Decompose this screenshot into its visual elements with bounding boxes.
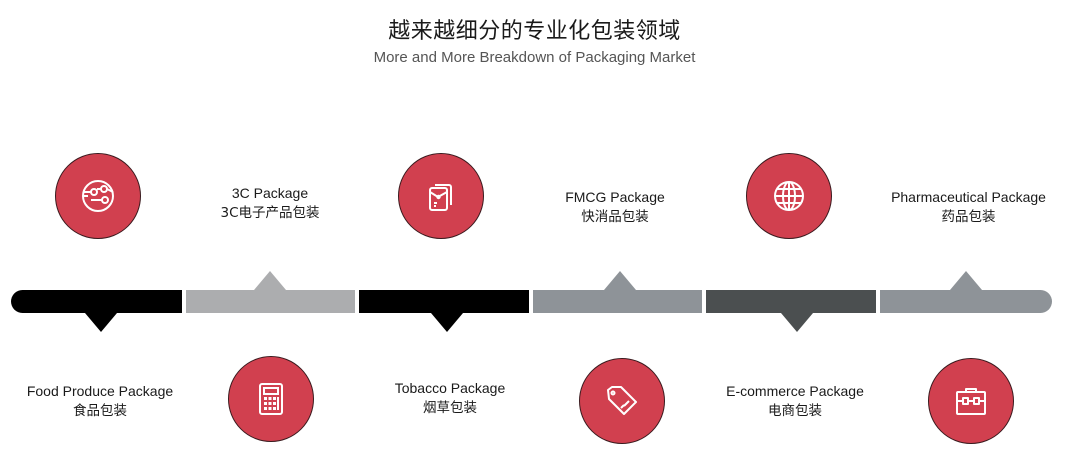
pointer-down-ecommerce xyxy=(781,313,813,332)
envelope-documents-icon xyxy=(429,184,452,211)
pointer-up-fmcg xyxy=(604,271,636,290)
page-title: 越来越细分的专业化包装领域 xyxy=(388,19,681,44)
label-ecommerce-en: E-commerce Package xyxy=(726,383,864,399)
ecommerce-icon-circle xyxy=(746,153,832,239)
label-3c: 3C Package 3C电子产品包装 xyxy=(180,183,360,223)
food-icon-circle xyxy=(55,153,141,239)
label-pharma-zh: 药品包装 xyxy=(941,209,996,225)
toolbox-icon xyxy=(956,388,986,415)
label-ecommerce: E-commerce Package 电商包装 xyxy=(700,381,890,421)
timeline-segment-food xyxy=(11,290,182,313)
timeline-segment-fmcg xyxy=(533,290,702,313)
timeline-segment-pharma xyxy=(880,290,1052,313)
timeline-segment-ecommerce xyxy=(706,290,876,313)
label-3c-zh: 3C电子产品包装 xyxy=(220,205,320,221)
label-food-zh: 食品包装 xyxy=(73,403,127,419)
label-fmcg: FMCG Package 快消品包装 xyxy=(530,187,700,227)
page-subtitle: More and More Breakdown of Packaging Mar… xyxy=(373,49,696,66)
label-3c-en: 3C Package xyxy=(231,185,309,201)
3c-icon-circle xyxy=(228,356,314,442)
label-tobacco-zh: 烟草包装 xyxy=(423,400,477,416)
timeline-segment-3c xyxy=(186,290,355,313)
calculator-icon xyxy=(259,383,283,415)
pharma-icon-circle xyxy=(928,358,1014,444)
label-pharma-en: Pharmaceutical Package xyxy=(891,189,1046,205)
pointer-down-food xyxy=(85,313,117,332)
label-fmcg-en: FMCG Package xyxy=(565,189,665,205)
label-tobacco-en: Tobacco Package xyxy=(394,380,506,396)
fmcg-icon-circle xyxy=(579,358,665,444)
pointer-up-pharma xyxy=(950,271,982,290)
price-tag-icon xyxy=(607,386,637,415)
label-ecommerce-zh: 电商包装 xyxy=(768,403,822,419)
pointer-down-tobacco xyxy=(431,313,463,332)
label-pharma: Pharmaceutical Package 药品包装 xyxy=(868,187,1069,227)
pointer-up-3c xyxy=(254,271,286,290)
label-food: Food Produce Package 食品包装 xyxy=(5,381,195,421)
label-fmcg-zh: 快消品包装 xyxy=(581,209,649,225)
label-food-en: Food Produce Package xyxy=(26,383,174,399)
globe-icon xyxy=(774,181,804,211)
label-tobacco: Tobacco Package 烟草包装 xyxy=(365,378,535,418)
tobacco-icon-circle xyxy=(398,153,484,239)
circuit-icon xyxy=(82,180,114,212)
timeline-segment-tobacco xyxy=(359,290,529,313)
